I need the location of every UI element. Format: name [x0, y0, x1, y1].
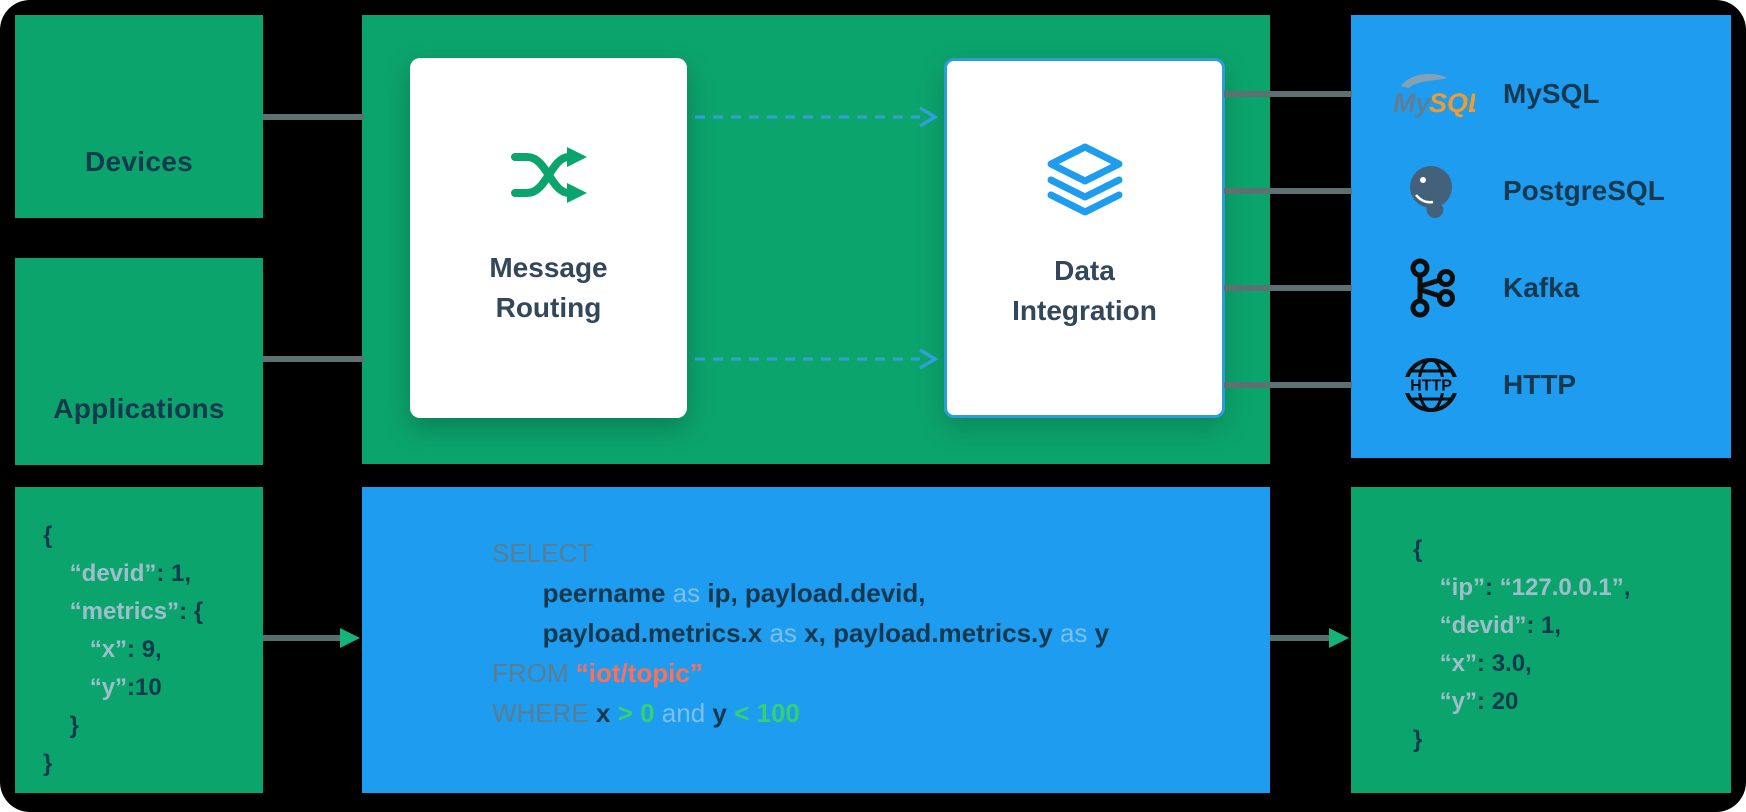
devices-label: Devices — [85, 146, 193, 177]
sink-row-postgresql: PostgreSQL — [1351, 142, 1731, 239]
shuffle-icon — [505, 136, 593, 214]
sink-label-postgresql: PostgreSQL — [1503, 174, 1665, 206]
output-json-box: { “ip”: “127.0.0.1”, “devid”: 1, “x”: 3.… — [1351, 487, 1731, 793]
data-integration-card: Data Integration — [944, 58, 1225, 418]
sink-row-kafka: Kafka — [1351, 239, 1731, 336]
sink-label-mysql: MySQL — [1503, 77, 1600, 109]
message-routing-title-line1: Message — [489, 252, 608, 283]
postgresql-icon — [1381, 163, 1481, 219]
applications-label: Applications — [53, 393, 225, 424]
data-integration-title-line1: Data — [1054, 255, 1115, 286]
input-json-box: { “devid”: 1, “metrics”: { “x”: 9, “y”:1… — [15, 487, 263, 793]
mysql-icon: My SQL — [1381, 68, 1481, 120]
sinks-box: My SQL MySQL PostgreSQL — [1351, 15, 1731, 458]
sink-label-kafka: Kafka — [1503, 271, 1580, 303]
http-icon: HTTP — [1381, 356, 1481, 414]
message-routing-title: Message Routing — [489, 248, 607, 328]
svg-text:HTTP: HTTP — [1410, 377, 1452, 394]
data-integration-title-line2: Integration — [1012, 295, 1157, 326]
message-routing-card: Message Routing — [410, 58, 687, 418]
sql-box: SELECT peername as ip, payload.devid, pa… — [362, 487, 1270, 793]
sink-row-http: HTTP HTTP — [1351, 336, 1731, 433]
layers-icon — [1041, 139, 1129, 217]
svg-text:SQL: SQL — [1429, 88, 1475, 118]
kafka-icon — [1381, 257, 1481, 319]
sink-row-mysql: My SQL MySQL — [1351, 45, 1731, 142]
sink-label-http: HTTP — [1503, 368, 1577, 400]
applications-box: Applications — [15, 258, 263, 465]
sql-code: SELECT peername as ip, payload.devid, pa… — [492, 538, 1110, 728]
output-json-code: { “ip”: “127.0.0.1”, “devid”: 1, “x”: 3.… — [1413, 536, 1631, 753]
devices-box: Devices — [15, 15, 263, 218]
message-routing-title-line2: Routing — [495, 292, 602, 323]
svg-text:My: My — [1393, 88, 1432, 118]
input-json-code: { “devid”: 1, “metrics”: { “x”: 9, “y”:1… — [43, 522, 204, 777]
data-integration-title: Data Integration — [1012, 251, 1157, 331]
